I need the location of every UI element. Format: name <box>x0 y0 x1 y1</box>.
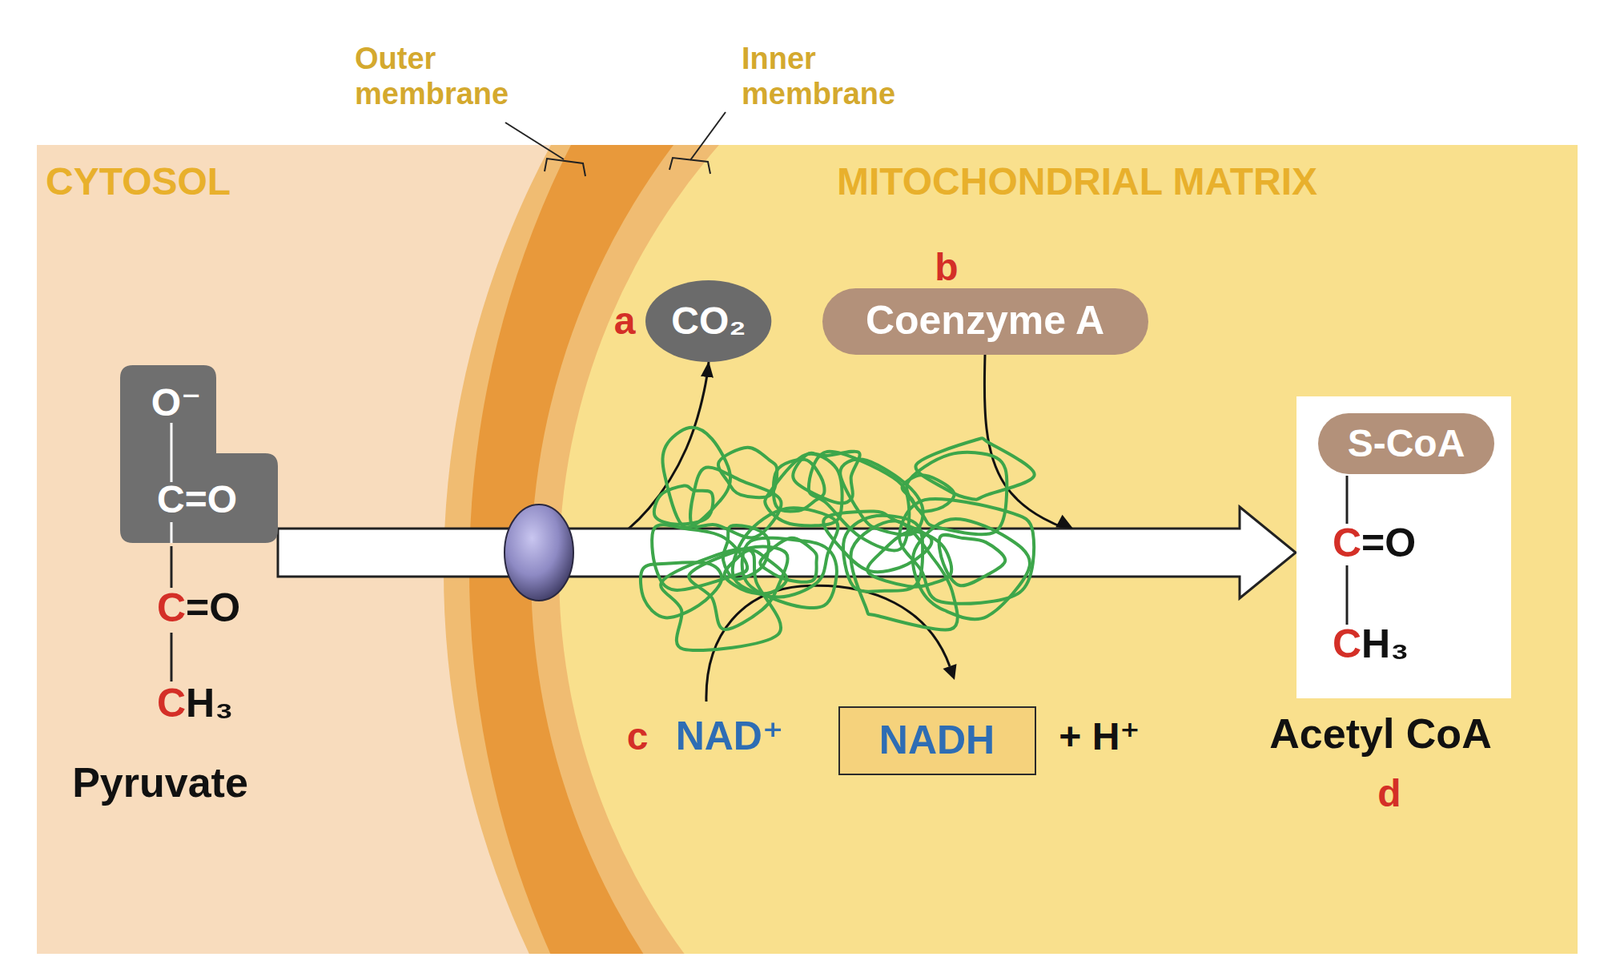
product-box: NADH <box>838 706 1037 776</box>
text-holder: S-CoA <box>1347 421 1466 466</box>
text-holder: CO₂ <box>671 298 746 343</box>
node-text: C=O <box>156 478 238 521</box>
text-holder: CH₃ <box>156 680 234 728</box>
node-text: C=O <box>1332 520 1416 566</box>
text-holder: C=O <box>156 585 241 632</box>
shape-outline <box>1318 413 1495 475</box>
atom-label: CH₃ <box>156 680 234 726</box>
callout-letter: c <box>627 715 649 758</box>
atom-rest: H₃ <box>185 680 234 726</box>
scribble-stroke <box>651 524 748 591</box>
membrane-label: Inner membrane <box>741 41 926 112</box>
node-text: CO₂ <box>671 299 746 342</box>
scribble <box>640 427 1035 651</box>
atom-symbol: C <box>1332 520 1362 566</box>
text-holder: Pyruvate <box>72 759 249 808</box>
text-holder: C=O <box>1332 520 1416 567</box>
callout-letter: a <box>614 299 636 342</box>
carboxyl-group: O⁻ C=O <box>120 365 278 543</box>
coenzyme-pill: S-CoA <box>1318 413 1495 475</box>
atom-symbol: C <box>156 585 186 631</box>
arrowhead <box>943 663 957 680</box>
arrowhead <box>1055 514 1074 529</box>
region-label: CYTOSOL <box>45 160 231 203</box>
text-holder: a <box>614 298 636 343</box>
molecule-ellipse: CO₂ <box>645 280 772 362</box>
text-holder: MITOCHONDRIAL MATRIX <box>836 159 1318 204</box>
region-label: MITOCHONDRIAL MATRIX <box>836 160 1318 203</box>
node-text: O⁻ <box>151 381 202 424</box>
text-holder: CYTOSOL <box>45 159 231 204</box>
shape-outline <box>645 280 772 362</box>
molecule-name: Acetyl CoA <box>1269 710 1492 757</box>
membrane-bracket <box>669 157 711 174</box>
shape-outline <box>822 288 1149 355</box>
atom-rest: =O <box>1361 520 1416 566</box>
shape-outline <box>120 365 278 543</box>
atom-symbol: C <box>156 680 186 726</box>
shape-outline <box>1346 565 1349 625</box>
text-holder: C=O <box>156 477 238 522</box>
text-holder: O⁻ <box>151 380 202 425</box>
transporter-protein <box>504 504 574 601</box>
leader-line <box>690 112 726 161</box>
text-holder: Acetyl CoA <box>1269 710 1492 759</box>
text-holder: c <box>627 714 649 759</box>
membrane-bracket <box>544 158 586 177</box>
scribble-stroke <box>742 538 837 608</box>
atom-rest: =O <box>185 585 241 631</box>
text-holder: b <box>934 245 958 290</box>
text-holder: Coenzyme A <box>865 297 1105 345</box>
atom-symbol: C <box>1332 621 1362 667</box>
molecule-label: NAD⁺ <box>675 713 784 759</box>
node-text: Coenzyme A <box>865 297 1105 343</box>
branch-arrow <box>277 361 709 553</box>
text-holder: + H⁺ <box>1058 714 1140 759</box>
scribble-stroke <box>662 427 731 528</box>
membrane-label: Outer membrane <box>354 41 539 112</box>
scribble-stroke <box>808 451 909 551</box>
atom-rest: H₃ <box>1361 621 1409 667</box>
node-text: CH₃ <box>1332 621 1409 667</box>
molecule-label: + H⁺ <box>1058 715 1140 758</box>
coenzyme-pill: Coenzyme A <box>822 288 1149 355</box>
text-holder: d <box>1377 771 1401 816</box>
molecule-name: Pyruvate <box>72 759 249 806</box>
atom-label: C=O <box>156 585 241 631</box>
shape-outline <box>1346 475 1349 524</box>
scribble-stroke <box>690 466 781 538</box>
product-box: C=OCH₃S-CoA <box>1295 395 1512 700</box>
shape-outline <box>839 707 1036 775</box>
scribble-stroke <box>912 518 1030 620</box>
scribble-stroke <box>902 474 955 511</box>
shape-outline <box>170 422 173 483</box>
leader-line <box>505 122 564 160</box>
scribble-stroke <box>915 438 1034 499</box>
node-text: NADH <box>879 717 995 763</box>
scribble-stroke <box>939 534 1006 587</box>
text-holder: NADH <box>879 717 995 764</box>
bond-line <box>170 632 173 682</box>
shape-outline <box>1296 396 1512 699</box>
node-text: S-CoA <box>1347 422 1466 465</box>
text-holder: Inner membrane <box>741 41 926 112</box>
callout-letter: b <box>934 245 958 289</box>
text-holder: NAD⁺ <box>675 713 784 760</box>
scribble-stroke <box>660 549 781 652</box>
text-holder: Outer membrane <box>354 41 539 112</box>
text-holder: CH₃ <box>1332 621 1409 668</box>
shape-outline <box>170 522 173 543</box>
bond-line <box>170 546 173 588</box>
callout-letter: d <box>1377 771 1401 815</box>
